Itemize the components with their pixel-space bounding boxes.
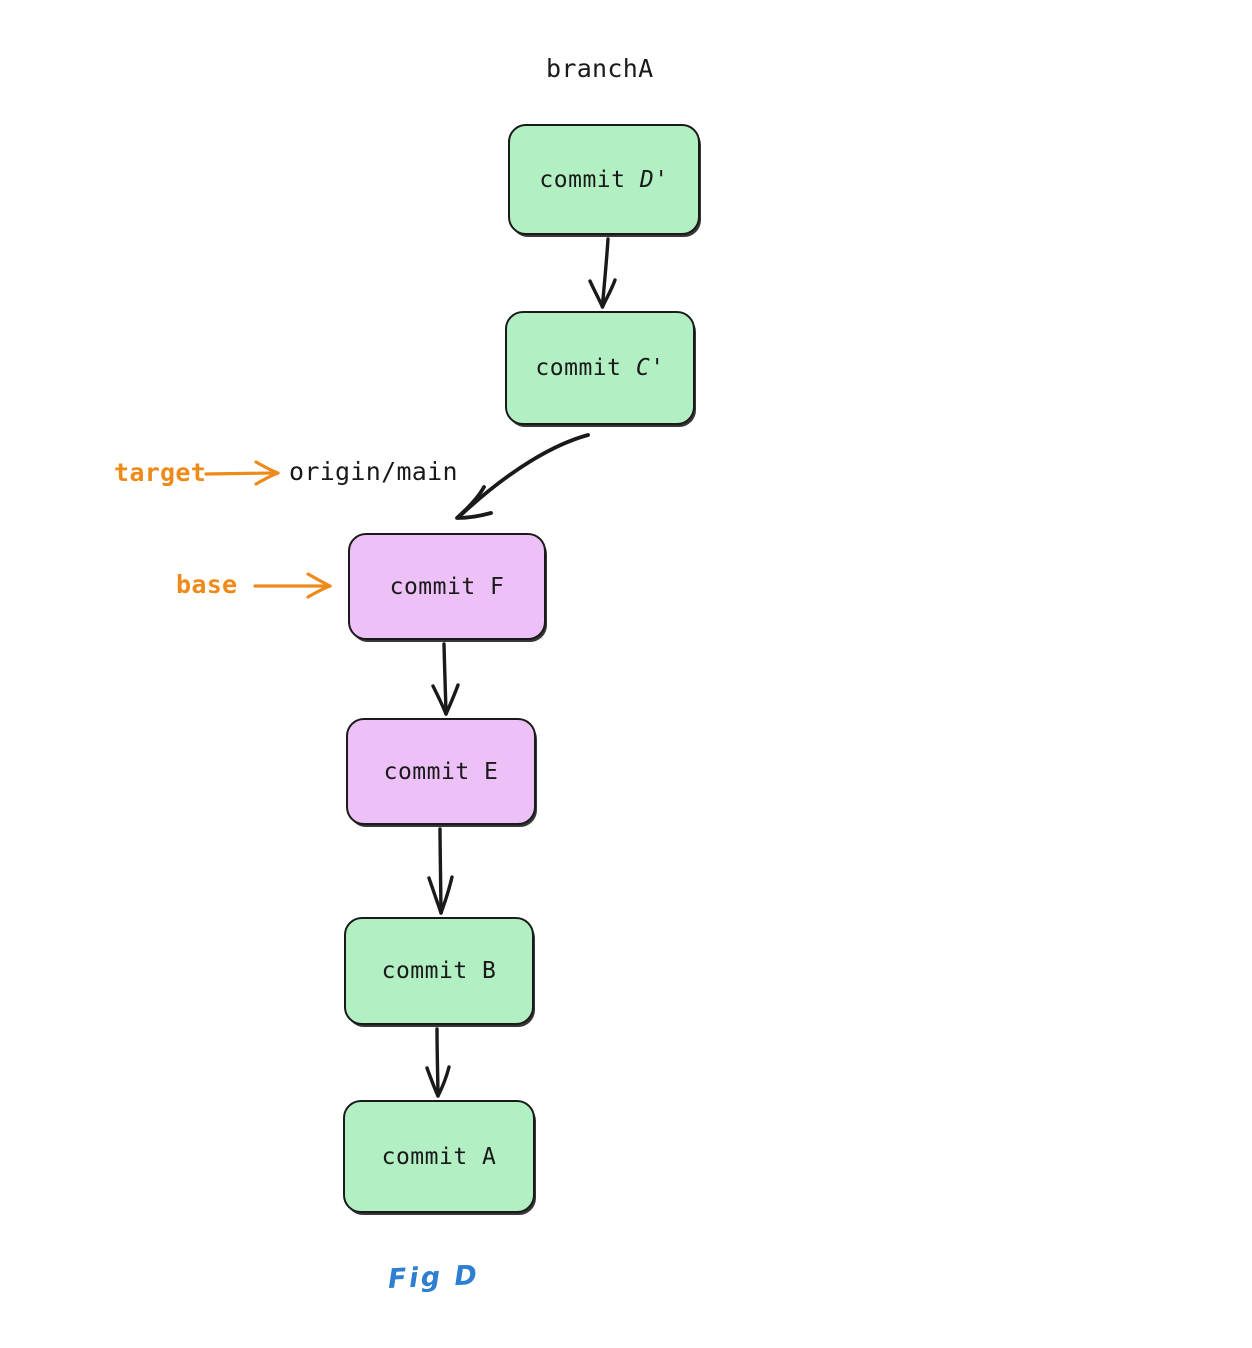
commit-node-e[interactable]: commit E xyxy=(346,718,536,825)
branch-label: branchA xyxy=(546,54,654,83)
figure-caption: Fig D xyxy=(387,1260,480,1295)
edge-b-to-a xyxy=(425,1027,451,1098)
commit-node-a[interactable]: commit A xyxy=(343,1100,535,1213)
commit-node-label: commit F xyxy=(389,573,505,600)
commit-node-b[interactable]: commit B xyxy=(344,917,534,1025)
commit-node-label: commit B xyxy=(381,958,497,984)
commit-node-label: commit E xyxy=(383,758,499,785)
commit-node-f[interactable]: commit F xyxy=(348,533,546,640)
base-annotation-label: base xyxy=(176,570,238,599)
commit-node-label: commit C' xyxy=(535,355,665,381)
origin-main-label: origin/main xyxy=(289,457,458,486)
edge-f-to-e xyxy=(431,642,460,716)
annotation-arrow-target xyxy=(204,460,280,486)
edge-cprime-to-f xyxy=(455,433,590,520)
commit-node-c-prime[interactable]: commit C' xyxy=(505,311,695,425)
commit-node-label: commit A xyxy=(381,1143,497,1170)
commit-node-d-prime[interactable]: commit D' xyxy=(508,124,700,235)
commit-node-label: commit D' xyxy=(539,166,669,193)
edge-e-to-b xyxy=(427,827,454,915)
edge-dprime-to-cprime xyxy=(588,237,617,309)
target-annotation-label: target xyxy=(114,458,207,487)
annotation-arrow-base xyxy=(253,572,332,599)
